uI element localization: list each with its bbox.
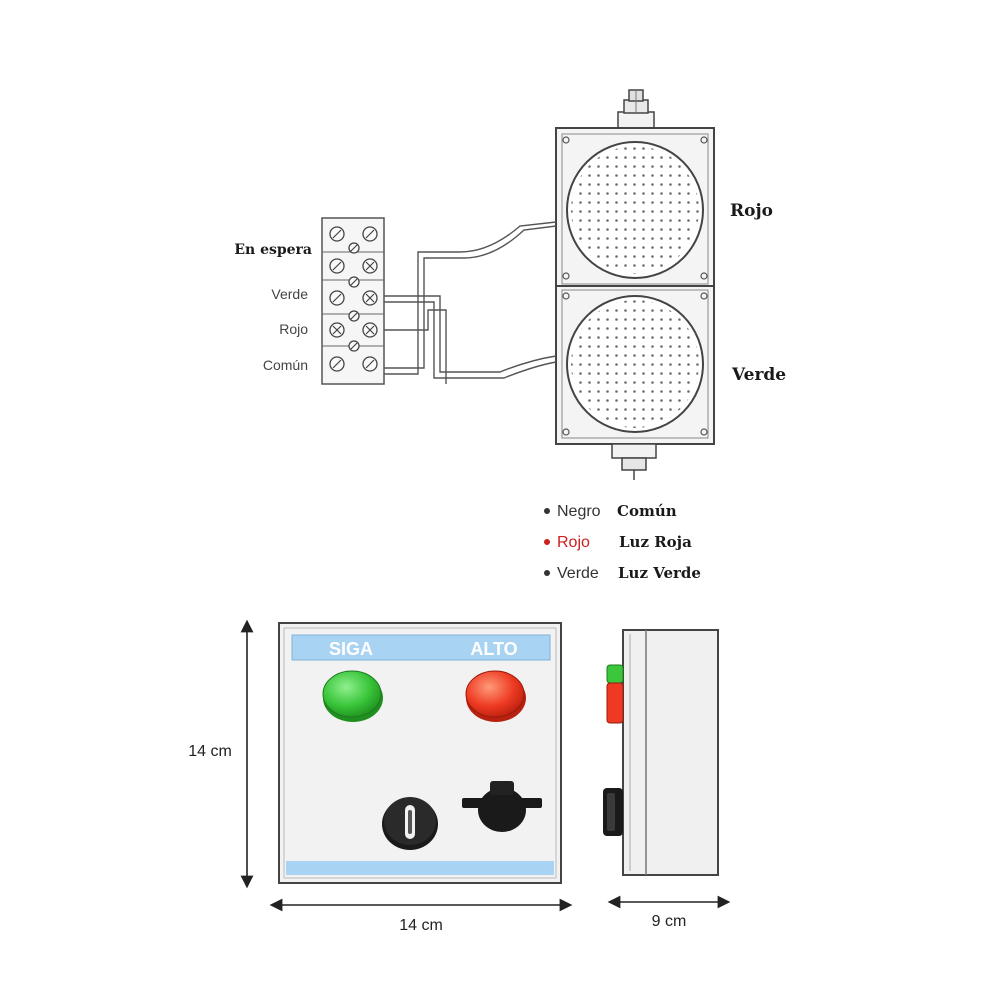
- housing-screw-icon: [562, 136, 708, 436]
- dimension-width: 14 cm: [269, 898, 573, 934]
- lamp-label-green: Verde: [731, 365, 786, 385]
- control-box-front: SIGA ALTO: [278, 622, 562, 884]
- terminal-label-green: Verde: [271, 286, 308, 302]
- legend-color-name: Negro: [557, 503, 601, 520]
- label-band: [291, 634, 551, 661]
- height-dimension-label: 14 cm: [188, 743, 232, 760]
- side-go-button: [606, 664, 624, 684]
- terminal-label-red: Rojo: [279, 321, 308, 337]
- terminal-label-common: Común: [263, 357, 308, 373]
- depth-dimension-label: 9 cm: [652, 913, 687, 930]
- top-mount-icon: [617, 89, 655, 129]
- lamp-label-red: Rojo: [730, 201, 773, 221]
- legend-dot: [544, 508, 550, 514]
- bottom-band: [286, 861, 554, 875]
- wire-legend: Negro Común Rojo Luz Roja Verde Luz Verd…: [544, 502, 701, 582]
- traffic-light: Rojo Verde: [555, 89, 786, 480]
- control-box-side: [603, 629, 719, 876]
- go-label: SIGA: [329, 639, 373, 659]
- red-lamp: [566, 141, 704, 279]
- width-dimension-label: 14 cm: [399, 917, 443, 934]
- stop-label: ALTO: [470, 639, 517, 659]
- legend-item: Negro Común: [544, 502, 677, 520]
- legend-color-name: Rojo: [557, 534, 590, 551]
- legend-dot: [544, 570, 550, 576]
- side-switch-knob: [603, 788, 623, 836]
- stop-button[interactable]: [465, 670, 526, 722]
- go-button[interactable]: [322, 670, 383, 722]
- wire-bundle: [384, 221, 557, 384]
- legend-item: Rojo Luz Roja: [544, 533, 692, 551]
- selector-switch-icon[interactable]: [462, 781, 542, 832]
- legend-item: Verde Luz Verde: [544, 564, 701, 582]
- key-switch-icon[interactable]: [382, 797, 438, 850]
- terminal-block: En espera Verde Rojo Común: [234, 217, 385, 385]
- green-lamp: [566, 295, 704, 433]
- legend-color-name: Verde: [557, 565, 599, 582]
- bottom-gland-icon: [611, 443, 657, 480]
- legend-function: Luz Verde: [618, 564, 701, 582]
- dimension-depth: 9 cm: [607, 895, 731, 930]
- legend-dot: [544, 539, 550, 545]
- terminal-label-standby: En espera: [234, 242, 312, 258]
- legend-function: Luz Roja: [619, 533, 692, 551]
- legend-function: Común: [617, 502, 677, 520]
- side-stop-button: [606, 682, 624, 724]
- dimension-height: 14 cm: [188, 619, 254, 889]
